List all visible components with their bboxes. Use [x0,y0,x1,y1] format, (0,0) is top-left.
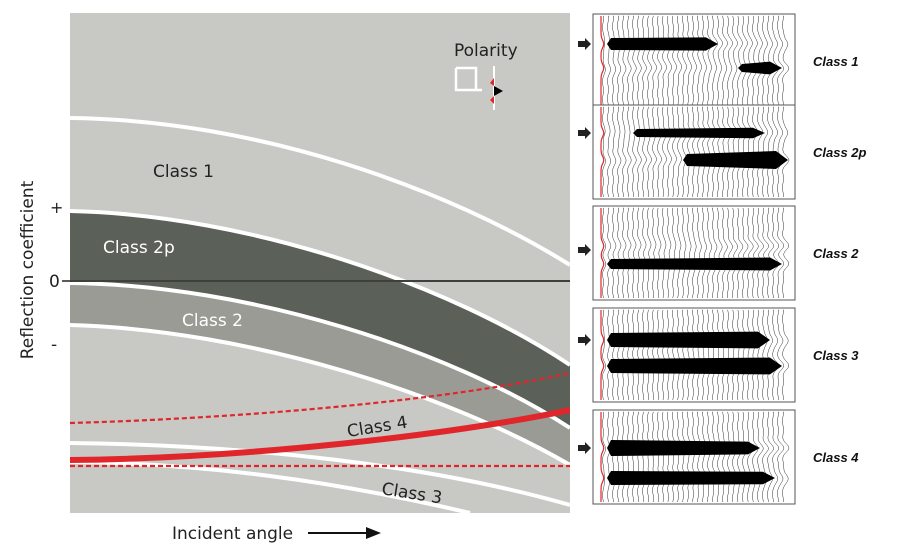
seismic-event [607,357,782,375]
class-3-lower-curve [70,460,471,513]
class-2-band [70,283,570,465]
class-4-upper-dashed-curve [70,371,570,425]
seismic-traces [602,15,790,107]
seismic-traces [602,309,790,401]
seismic-traces [602,106,790,198]
seismic-panel: Class 2p [592,104,867,200]
seismic-panel-label: Class 4 [813,450,859,465]
seismic-event [607,257,782,271]
class-2p-2-boundary-curve [70,281,570,430]
y-axis-label: Reflection coefficient [18,180,38,359]
class-2-lower-curve [70,323,570,467]
polarity-icon [454,66,503,110]
class-1-upper-curve [70,116,570,267]
seismic-panel-label: Class 2p [813,145,867,160]
seismic-panels: Class 1 Class 2p Class 2 Class 3 Class 4 [578,13,867,505]
class-1-2p-boundary-curve [70,209,570,367]
seismic-panel: Class 1 [592,13,859,109]
seismic-event [607,471,775,485]
y-tick-zero: 0 [49,272,60,292]
seismic-event [683,151,788,169]
arrow-right-icon [578,442,591,454]
class-4-solid-curve [70,407,570,463]
y-tick-minus: - [51,335,57,355]
seismic-event [633,127,765,139]
arrow-right-icon [578,244,591,256]
arrow-right-icon [578,38,591,50]
seismic-reference-trace [600,310,605,400]
seismic-panel-label: Class 3 [813,348,859,363]
seismic-panel: Class 3 [592,307,859,403]
seismic-traces [602,207,790,299]
seismic-panel: Class 2 [592,205,859,301]
seismic-event [607,37,718,51]
class-3-upper-curve [70,441,570,507]
arrow-right-icon [578,334,591,346]
class-2-label: Class 2 [182,311,243,331]
seismic-panel-label: Class 1 [813,54,859,69]
seismic-panel-frame [592,205,796,301]
class-2p-label: Class 2p [103,238,175,258]
seismic-event [738,61,782,75]
seismic-traces [602,411,790,503]
x-axis-label: Incident angle [172,524,293,544]
seismic-reference-trace [600,412,605,502]
arrow-right-icon [578,127,591,139]
seismic-panel-frame [592,13,796,109]
class-1-label: Class 1 [153,162,214,182]
seismic-panel-label: Class 2 [813,246,859,261]
polarity-label: Polarity [454,41,518,61]
seismic-reference-trace [600,107,605,197]
seismic-event [607,331,770,349]
seismic-panel-frame [592,307,796,403]
seismic-event [607,440,760,456]
seismic-panel: Class 4 [592,409,859,505]
seismic-reference-trace [600,16,605,106]
y-tick-plus: + [50,198,63,217]
seismic-reference-trace [600,208,605,298]
x-axis-arrow-icon [308,527,381,539]
